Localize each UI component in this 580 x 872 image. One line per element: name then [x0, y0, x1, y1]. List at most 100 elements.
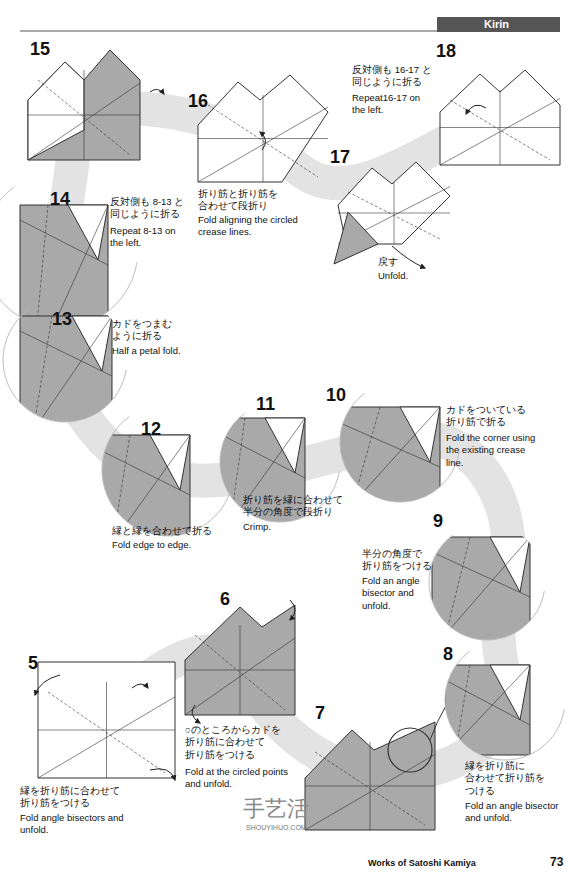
paper-shape	[28, 50, 140, 160]
detail-view	[20, 316, 112, 450]
detail-view	[338, 407, 440, 520]
detail-view	[432, 537, 530, 650]
instruction-text: Repeat 8-13 on the left.	[110, 225, 182, 250]
step-number: 17	[330, 148, 350, 166]
crease-line	[348, 407, 380, 520]
step-number: 14	[50, 190, 70, 208]
paper-shape	[490, 537, 530, 592]
instruction-text: Fold the corner using the existing creas…	[446, 432, 538, 469]
step-figure	[198, 75, 328, 182]
page-footer: Works of Satoshi Kamiya	[368, 858, 476, 870]
instruction-text: 半分の角度で 折り筋をつける	[362, 548, 430, 573]
crease-line	[455, 665, 470, 755]
crease-line	[198, 138, 328, 139]
step-number: 8	[443, 645, 453, 663]
instruction-text: Fold aligning the circled crease lines.	[198, 214, 308, 239]
crease-line	[442, 537, 470, 650]
paper-shape	[440, 70, 560, 165]
crease-line	[432, 537, 530, 650]
step-number: 18	[436, 42, 456, 60]
paper-shape	[490, 665, 530, 720]
page-footer: 73	[550, 855, 563, 871]
crease-line	[20, 220, 108, 265]
instruction-text: 縁を折り筋に合わせて 折り筋をつける	[20, 785, 122, 810]
crease-line	[38, 80, 130, 155]
crease-line	[445, 680, 530, 725]
paper-shape	[38, 662, 175, 778]
fold-arrow	[132, 684, 148, 688]
step-figure	[440, 70, 560, 165]
paper-shape	[445, 665, 530, 755]
paper-shape	[185, 605, 295, 715]
detail-view	[445, 665, 530, 755]
fold-arrow	[150, 769, 175, 780]
instruction-text: ○のところからカドを 折り筋に合わせて 折り筋をつける	[185, 724, 287, 761]
instruction-text: 折り筋と折り筋を 合わせて段折り	[198, 188, 278, 213]
crease-line	[228, 418, 245, 540]
crease-line	[450, 100, 550, 160]
view-edge	[3, 310, 126, 422]
fold-arrow	[290, 600, 295, 620]
crease-line	[338, 213, 450, 214]
instruction-text: Fold at the circled points and unfold.	[185, 766, 297, 791]
step-number: 15	[30, 40, 50, 58]
instruction-text: カドをつまむ ように折る	[112, 318, 182, 343]
fold-arrow	[35, 675, 60, 695]
crease-line	[100, 450, 190, 495]
instruction-text: Fold angle bisectors and unfold.	[20, 812, 135, 837]
zoom-circle	[388, 728, 432, 772]
step-number: 11	[256, 395, 275, 413]
step-figure	[38, 662, 175, 778]
paper-shape	[432, 537, 530, 650]
view-edge	[220, 413, 339, 522]
instruction-text: Unfold.	[378, 270, 408, 282]
crease-line	[38, 730, 175, 731]
view-edge	[102, 417, 233, 536]
crease-line	[440, 127, 560, 128]
crease-line	[218, 433, 305, 478]
step-number: 16	[188, 92, 208, 110]
page-title: Kirin	[484, 19, 509, 30]
step-number: 9	[433, 512, 443, 530]
step-figure	[185, 605, 295, 715]
step-number: 7	[315, 704, 325, 722]
paper-shape	[338, 407, 440, 520]
fold-arrow	[150, 89, 164, 94]
step-figure	[305, 722, 435, 830]
paper-shape	[400, 407, 440, 462]
crease-line	[338, 422, 440, 467]
instruction-text: Half a petal fold.	[112, 345, 212, 357]
step-number: 5	[28, 654, 38, 672]
view-edge	[340, 393, 459, 502]
fold-arrow	[192, 705, 200, 723]
crease-line	[432, 552, 530, 597]
crease-line	[20, 316, 112, 450]
paper-shape	[334, 212, 378, 264]
view-edge	[429, 535, 544, 640]
instruction-text: Fold an angle bisector and unfold.	[465, 800, 575, 825]
paper-shape	[20, 316, 112, 450]
paper-shape	[218, 418, 305, 540]
view-edge	[0, 187, 137, 328]
step-number: 12	[141, 420, 161, 438]
instruction-text: 折り筋を縁に合わせて 半分の角度で段折り	[243, 494, 355, 519]
fold-arrow	[260, 132, 266, 150]
instruction-text: Fold edge to edge.	[112, 539, 232, 551]
instruction-text: 縁を折り筋に 合わせて折り筋を つける	[465, 760, 539, 797]
crease-line	[315, 752, 425, 825]
step-number: 13	[52, 310, 72, 328]
crease-line	[208, 105, 318, 177]
paper-shape	[198, 75, 328, 182]
crease-line	[20, 331, 112, 376]
step-figure	[28, 50, 140, 160]
instruction-text: カドをついている 折り筋で折る	[446, 404, 528, 429]
fold-arrow	[466, 105, 486, 114]
paper-shape	[305, 722, 435, 830]
crease-line	[195, 635, 285, 710]
instruction-text: 反対側も 8-13 と 同じように折る	[110, 196, 192, 221]
instruction-text: 縁と縁を合わせて折る	[112, 525, 232, 537]
watermark: 手艺活	[243, 795, 309, 824]
instruction-text: 戻す	[378, 256, 398, 268]
step-number: 10	[326, 386, 346, 404]
